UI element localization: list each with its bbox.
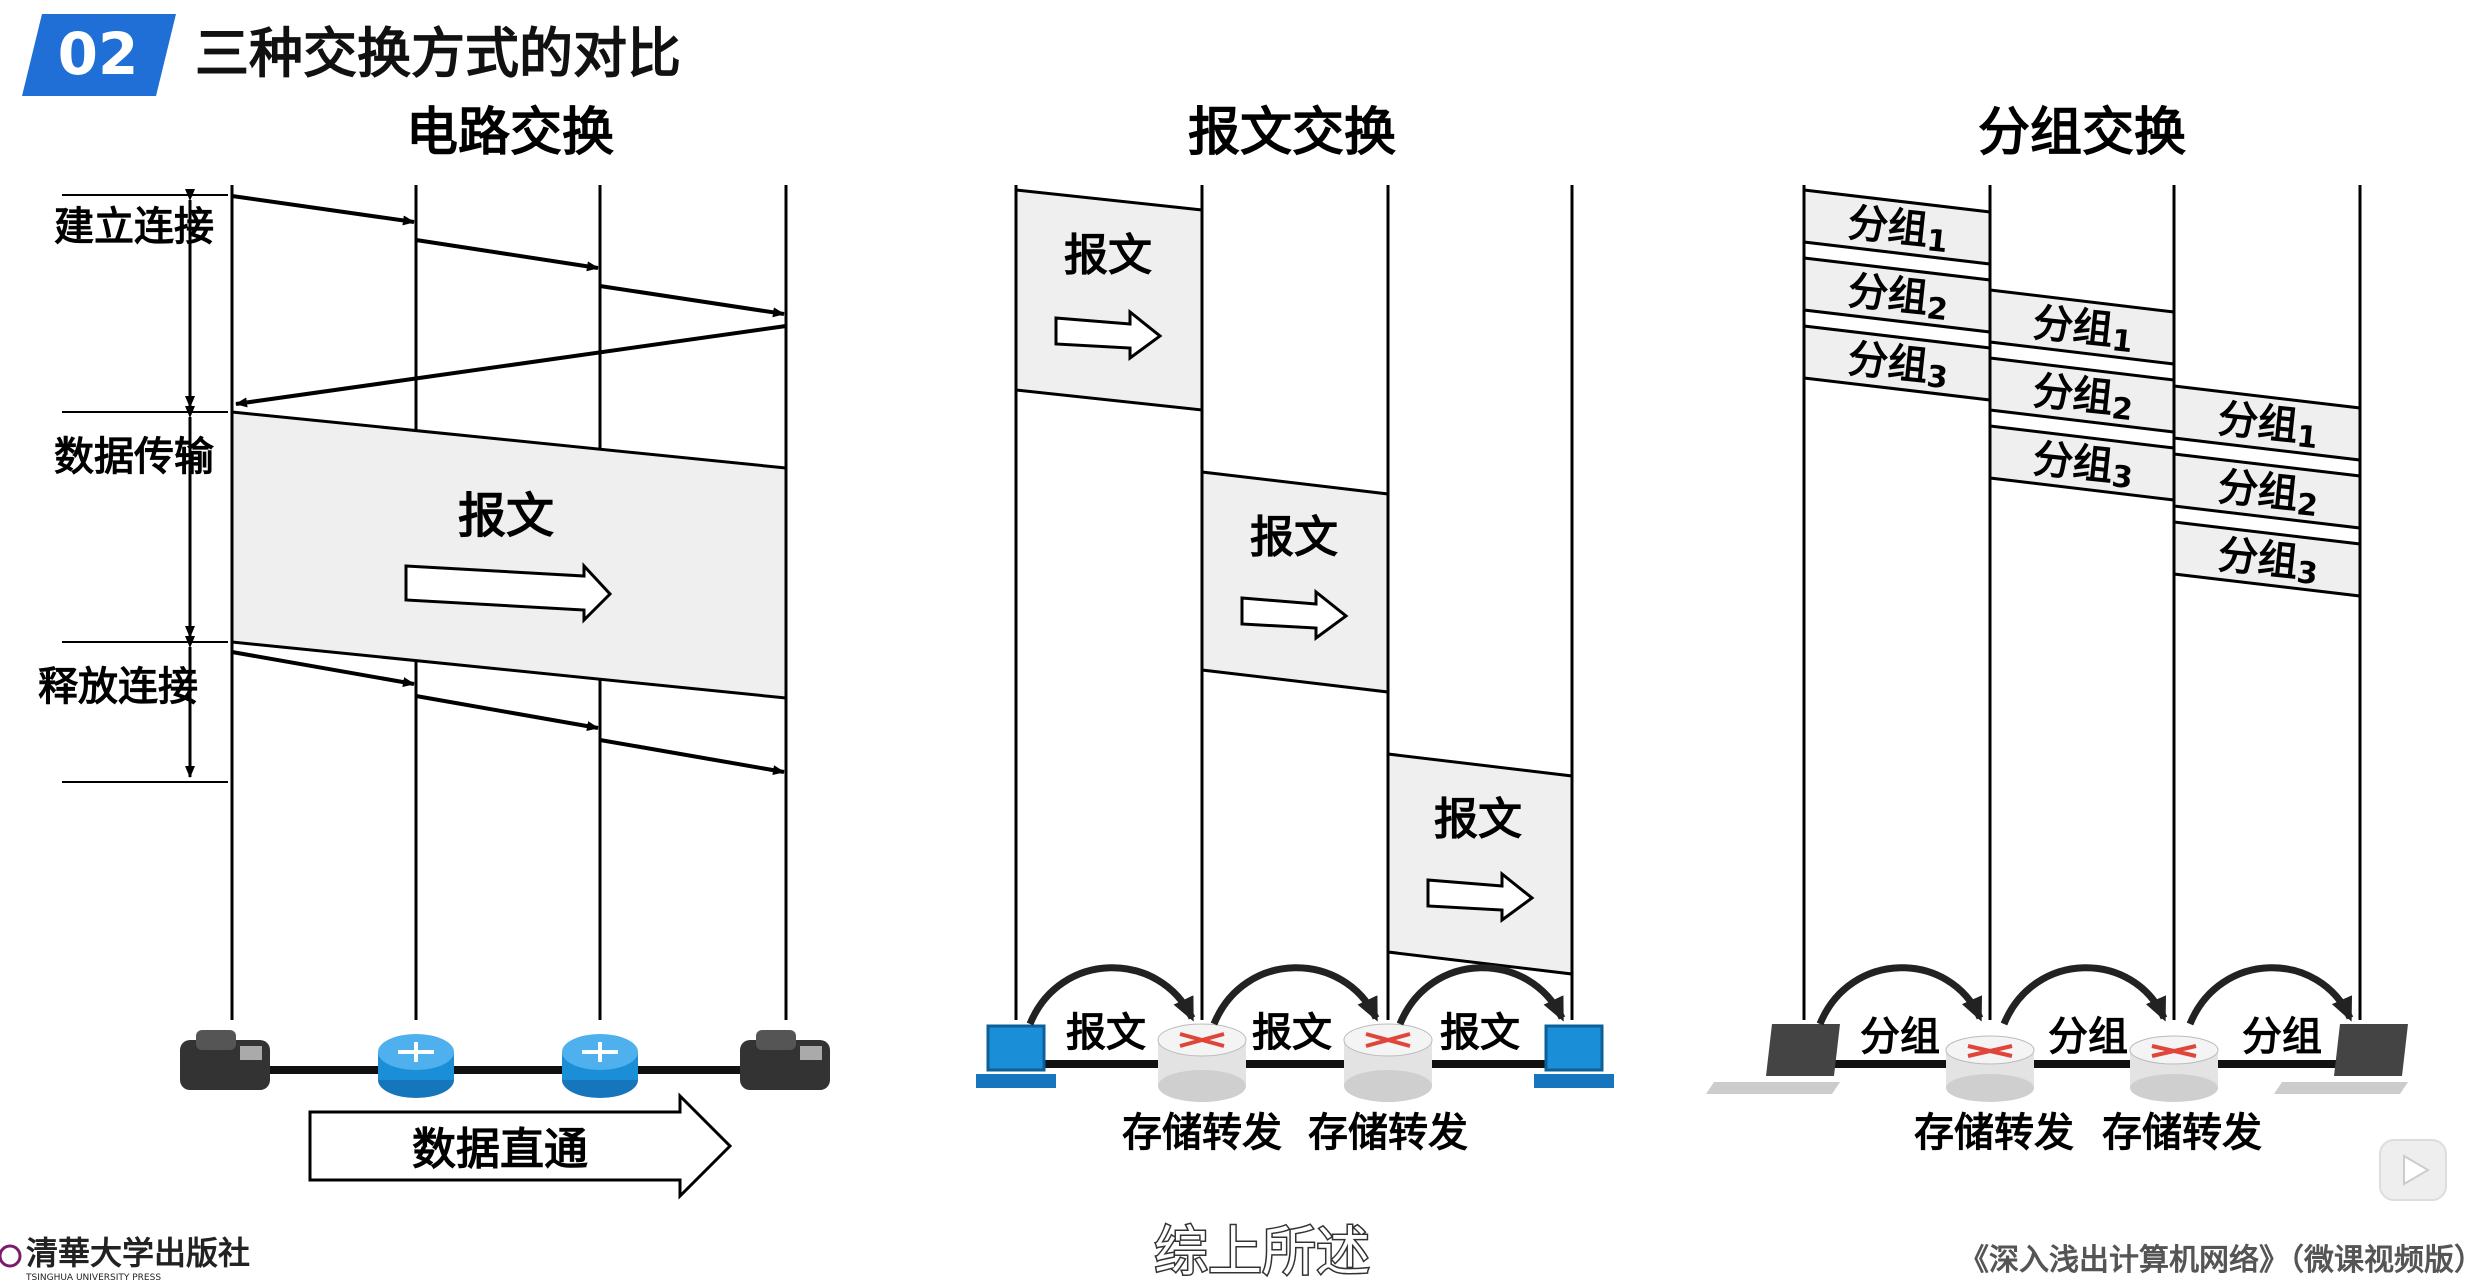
section-badge: 02 [58, 20, 139, 88]
subtitle-caption: 综上所述 [1154, 1220, 1370, 1283]
laptop-icon [2274, 1024, 2408, 1094]
circuit-hollow-arrow [404, 562, 613, 624]
publisher-name: 清華大学出版社 [26, 1234, 250, 1272]
data-through-label: 数据直通 [412, 1124, 588, 1175]
message-hop-label: 报文 [1252, 1010, 1332, 1056]
packet-box [1802, 188, 1992, 266]
message-hop3-label: 报文 [1434, 794, 1522, 845]
phase-setup-label: 建立连接 [54, 204, 214, 250]
packet-hop-label: 分组 [1860, 1014, 1940, 1060]
message-hop-label: 报文 [1440, 1010, 1520, 1056]
switch-icon [562, 1034, 638, 1098]
publisher-name-en: TSINGHUA UNIVERSITY PRESS [25, 1273, 161, 1283]
packet-box [2172, 520, 2362, 598]
laptop-icon [1706, 1024, 1840, 1094]
store-forward-label: 存储转发 [2102, 1110, 2262, 1156]
header: 02 三种交换方式的对比 [22, 14, 681, 96]
router-icon [1945, 1035, 2035, 1102]
computer-icon [1534, 1024, 1614, 1088]
message-hop2-label: 报文 [1250, 512, 1338, 563]
packet-hop-label: 分组 [2048, 1014, 2128, 1060]
page-title: 三种交换方式的对比 [195, 22, 681, 85]
packet-box [1988, 288, 2176, 366]
store-forward-label: 存储转发 [1914, 1110, 2074, 1156]
phase-setup: 建立连接 [54, 204, 214, 250]
router-icon [1343, 1023, 1433, 1102]
packet-box [2172, 384, 2362, 462]
router-icon [2129, 1035, 2219, 1102]
computer-icon [976, 1024, 1056, 1088]
phase-release: 释放连接 [38, 664, 198, 710]
circuit-message-label: 报文 [458, 488, 554, 544]
publisher-logo-icon [0, 1244, 22, 1268]
message-switching-panel: 报文交换 报文 报文 报文 [976, 103, 1614, 1156]
circuit-title: 电路交换 [406, 103, 614, 163]
packet-box [2172, 452, 2362, 530]
phase-release-label: 释放连接 [38, 664, 198, 710]
packet-hop-label: 分组 [2242, 1014, 2322, 1060]
message-hop1-label: 报文 [1064, 230, 1152, 281]
footer: 清華大学出版社 TSINGHUA UNIVERSITY PRESS 综上所述 《… [0, 1139, 2484, 1283]
phase-transfer-label: 数据传输 [54, 434, 215, 480]
book-title: 《深入浅出计算机网络》（微课视频版） [1959, 1243, 2484, 1278]
circuit-switching-panel: 电路交换 建立连接 数据传输 释放连接 报文 [38, 103, 830, 1200]
router-icon [1157, 1023, 1247, 1102]
data-through-arrow [308, 1092, 733, 1200]
message-hop-label: 报文 [1066, 1010, 1146, 1056]
phone-icon [740, 1030, 830, 1090]
packet-switching-title: 分组交换 [1978, 103, 2186, 163]
phone-icon [180, 1030, 270, 1090]
phase-transfer: 数据传输 [54, 434, 215, 480]
badge-shape [22, 14, 176, 96]
play-icon[interactable] [2379, 1139, 2447, 1201]
switch-icon [378, 1034, 454, 1098]
store-forward-label: 存储转发 [1308, 1110, 1468, 1156]
message-switching-title: 报文交换 [1188, 103, 1396, 163]
store-forward-label: 存储转发 [1122, 1110, 1282, 1156]
